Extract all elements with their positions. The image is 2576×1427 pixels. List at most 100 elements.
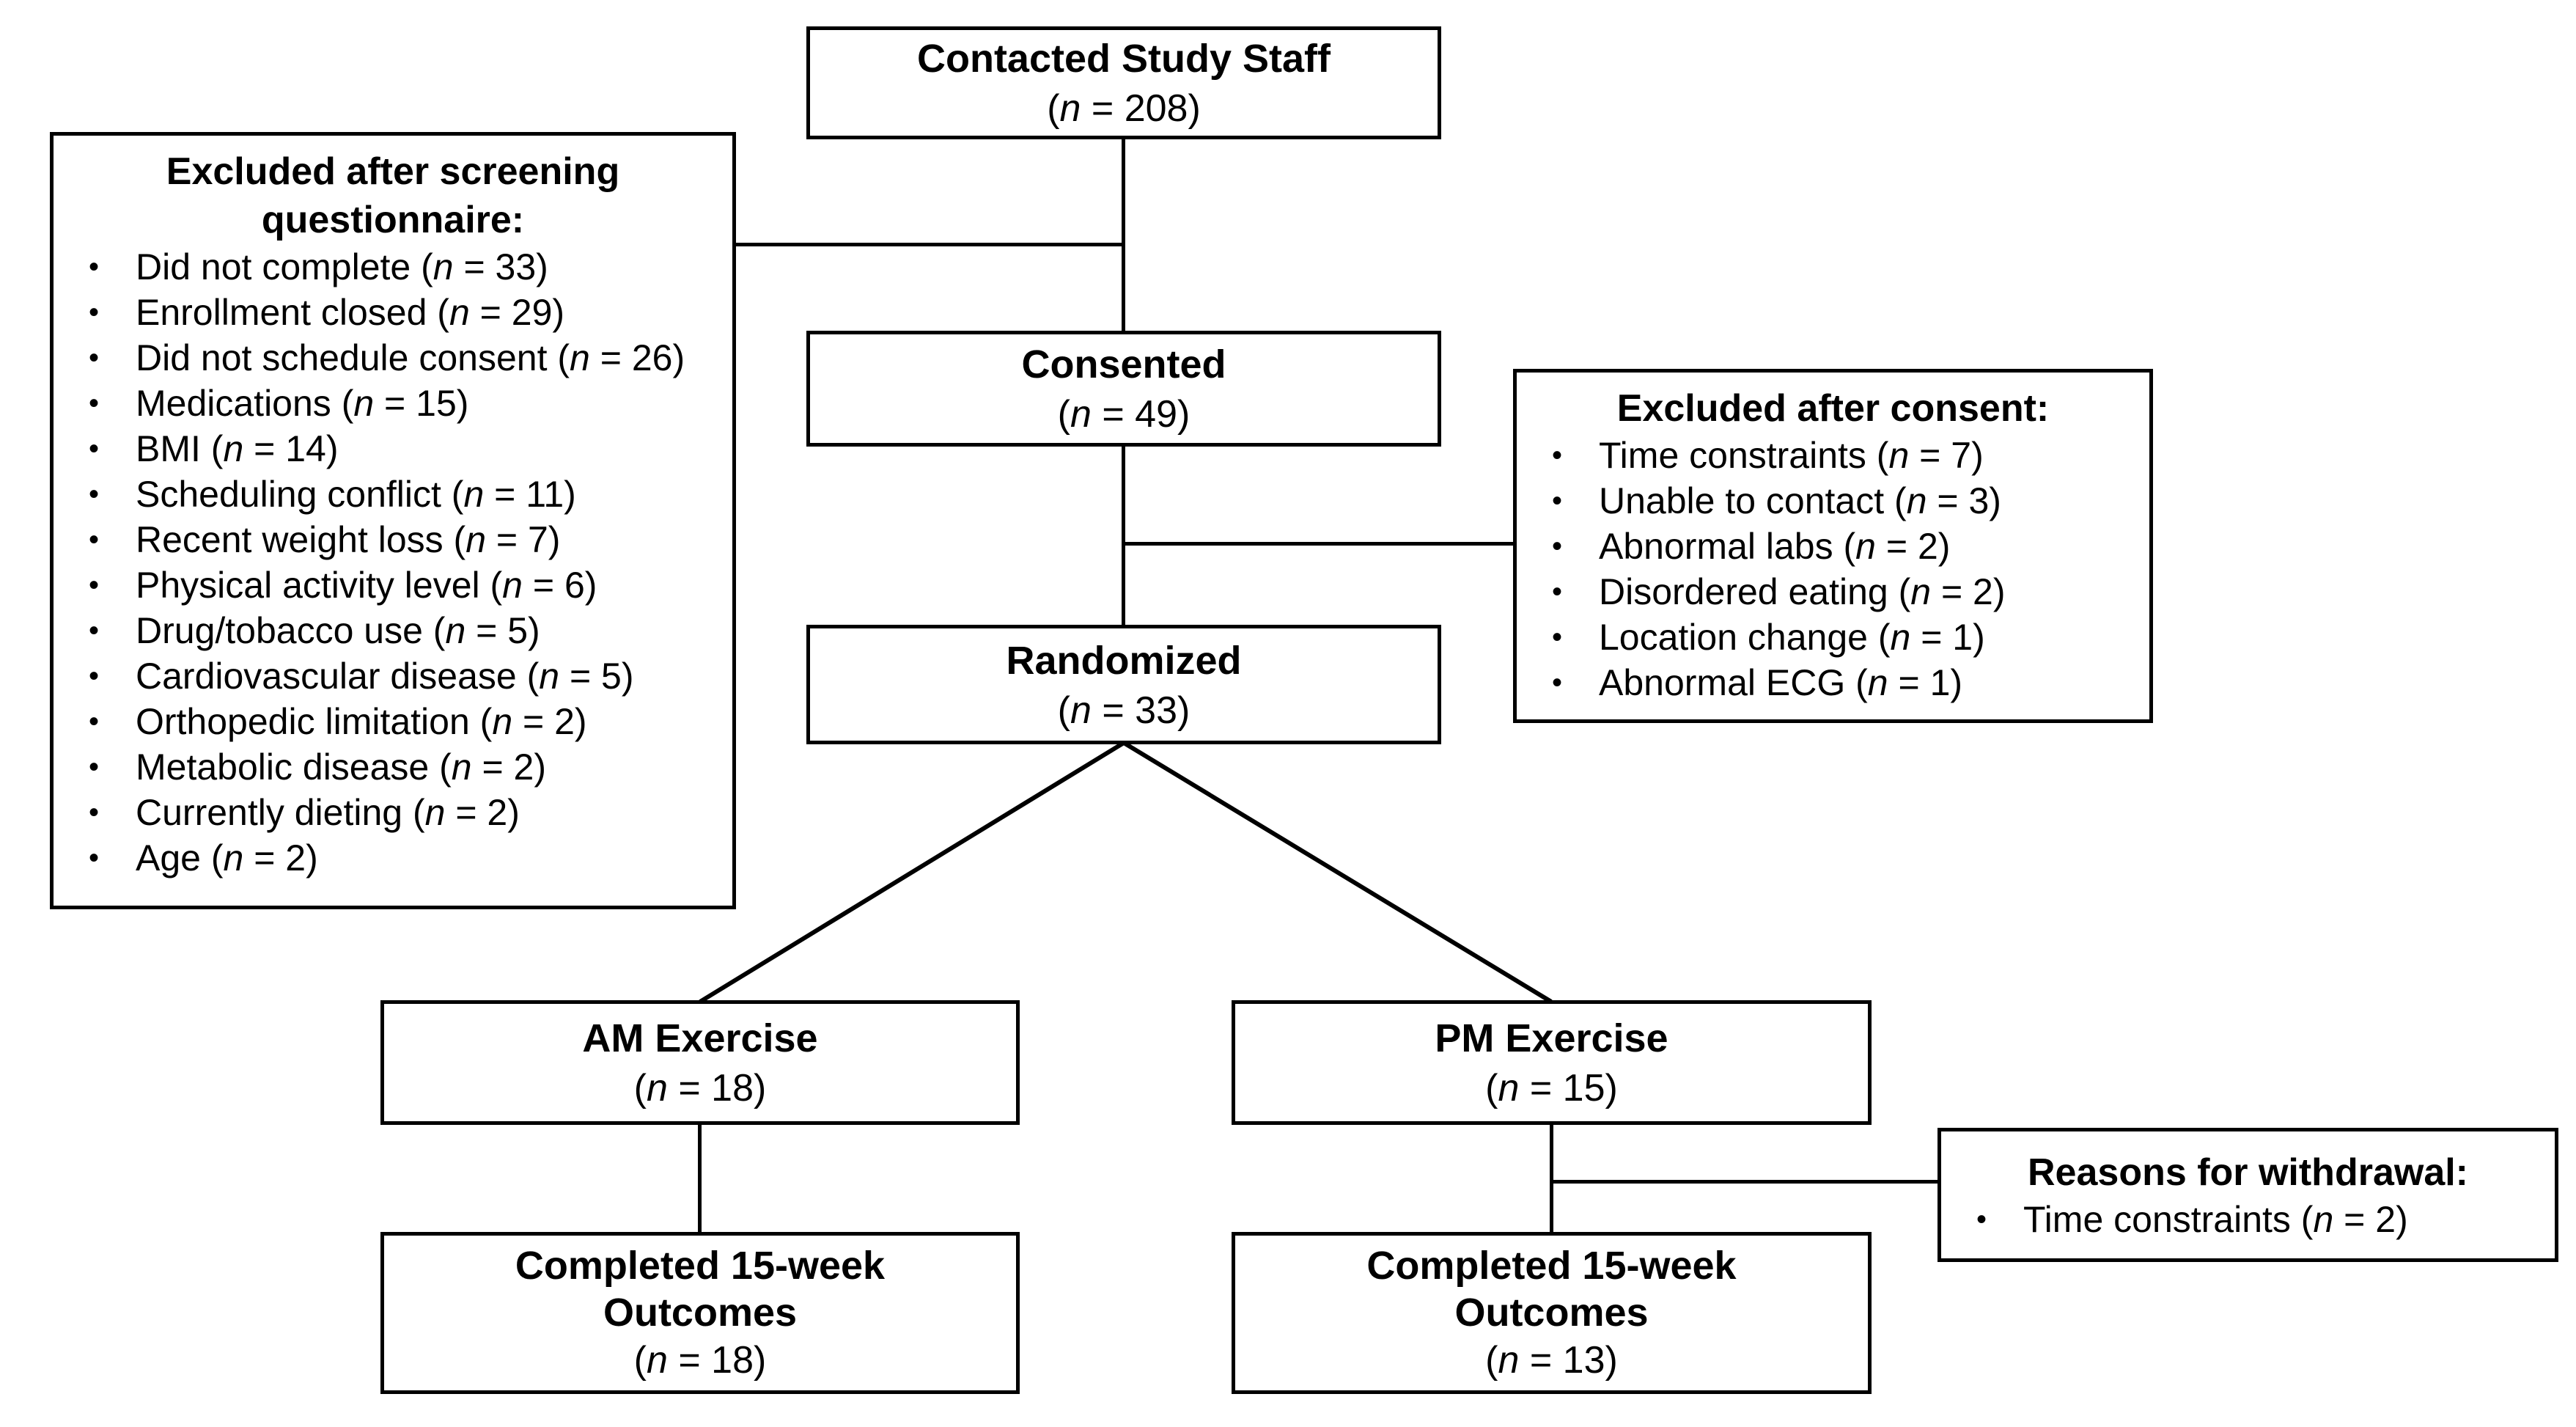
list-item-text: Medications (n = 15) — [136, 383, 469, 424]
list-item: • Age (n = 2) — [70, 835, 716, 881]
connector-randomized-am — [699, 741, 1125, 1004]
randomized-n: (n = 33) — [1057, 689, 1191, 732]
completed-am-title-line1: Completed 15-week — [515, 1243, 886, 1288]
list-item: • Disordered eating (n = 2) — [1533, 569, 2133, 615]
flow-box-contacted: Contacted Study Staff (n = 208) — [806, 26, 1441, 139]
list-item: • Time constraints (n = 7) — [1533, 433, 2133, 478]
list-item: • Currently dieting (n = 2) — [70, 790, 716, 835]
list-item: •Did not schedule consent (n = 26) — [70, 335, 716, 381]
bullet-marker: • — [89, 524, 100, 556]
list-item: •Location change (n = 1) — [1533, 615, 2133, 660]
list-item: • BMI (n = 14) — [70, 426, 716, 472]
excluded-screening-heading: Excluded after screening questionnaire: — [166, 150, 620, 241]
list-item-text: Unable to contact (n = 3) — [1599, 480, 2001, 521]
am-exercise-n: (n = 18) — [633, 1067, 767, 1109]
list-item-text: Abnormal labs (n = 2) — [1599, 526, 1951, 567]
bullet-marker: • — [89, 751, 100, 783]
list-item: • Cardiovascular disease (n = 5) — [70, 653, 716, 699]
list-item-text: Did not schedule consent (n = 26) — [136, 337, 685, 378]
list-item: • Did not complete (n = 33) — [70, 244, 716, 290]
list-item-text: Recent weight loss (n = 7) — [136, 519, 561, 560]
completed-pm-title-line1: Completed 15-week — [1366, 1243, 1737, 1288]
flow-box-randomized: Randomized (n = 33) — [806, 625, 1441, 744]
completed-am-title-line2: Outcomes — [603, 1290, 798, 1335]
list-item-text: Metabolic disease (n = 2) — [136, 746, 547, 788]
pm-exercise-title: PM Exercise — [1435, 1016, 1668, 1060]
bullet-marker: • — [89, 387, 100, 419]
connector-pm-completed — [1550, 1123, 1553, 1233]
list-item-text: Drug/tobacco use (n = 5) — [136, 610, 540, 651]
connector-consent-branch — [1124, 542, 1515, 546]
bullet-marker: • — [89, 251, 100, 283]
list-item: • Scheduling conflict (n = 11) — [70, 472, 716, 517]
list-item-text: Cardiovascular disease (n = 5) — [136, 656, 634, 697]
consented-title: Consented — [1021, 342, 1226, 386]
withdrawal-heading: Reasons for withdrawal: — [2028, 1151, 2468, 1194]
bullet-marker: • — [89, 842, 100, 874]
list-item: • Medications (n = 15) — [70, 381, 716, 426]
list-item: • Recent weight loss (n = 7) — [70, 517, 716, 562]
bullet-marker: • — [89, 705, 100, 738]
list-item: • Abnormal ECG (n = 1) — [1533, 660, 2133, 705]
flow-box-pm-exercise: PM Exercise (n = 15) — [1232, 1000, 1872, 1125]
list-item: • Time constraints (n = 2) — [1957, 1197, 2539, 1242]
flow-box-completed-pm: Completed 15-week Outcomes (n = 13) — [1232, 1232, 1872, 1394]
list-item-text: Physical activity level (n = 6) — [136, 565, 597, 606]
list-item: • Metabolic disease (n = 2) — [70, 744, 716, 790]
flow-box-am-exercise: AM Exercise (n = 18) — [380, 1000, 1020, 1125]
contacted-n: (n = 208) — [1047, 87, 1201, 130]
bullet-marker: • — [1552, 621, 1563, 653]
flow-box-consented: Consented (n = 49) — [806, 331, 1441, 447]
list-item: • Enrollment closed (n = 29) — [70, 290, 716, 335]
bullet-marker: • — [1976, 1203, 1987, 1236]
list-item-text: Enrollment closed (n = 29) — [136, 292, 565, 333]
completed-am-n: (n = 18) — [633, 1338, 767, 1382]
bullet-marker: • — [1552, 439, 1563, 472]
list-item-text: Did not complete (n = 33) — [136, 246, 548, 287]
bullet-marker: • — [1552, 485, 1563, 517]
bullet-marker: • — [89, 296, 100, 329]
bullet-marker: • — [89, 660, 100, 692]
list-item-text: Orthopedic limitation (n = 2) — [136, 701, 587, 742]
bullet-marker: • — [89, 478, 100, 510]
list-item-text: Abnormal ECG (n = 1) — [1599, 662, 1963, 703]
connector-consented-randomized — [1122, 445, 1125, 626]
connector-contacted-consented — [1122, 138, 1125, 332]
flow-box-excluded-screening: Excluded after screening questionnaire: … — [50, 132, 736, 909]
bullet-marker: • — [1552, 667, 1563, 699]
flow-box-excluded-consent: Excluded after consent: • Time constraint… — [1513, 369, 2153, 723]
bullet-marker: • — [89, 796, 100, 829]
connector-screening-branch — [736, 243, 1124, 246]
flow-box-withdrawal: Reasons for withdrawal: • Time constraint… — [1937, 1128, 2558, 1262]
list-item: • Orthopedic limitation (n = 2) — [70, 699, 716, 744]
bullet-marker: • — [1552, 530, 1563, 562]
contacted-title: Contacted Study Staff — [916, 37, 1331, 81]
am-exercise-title: AM Exercise — [582, 1016, 818, 1060]
list-item-text: Age (n = 2) — [136, 837, 318, 878]
list-item-text: BMI (n = 14) — [136, 428, 339, 469]
list-item-text: Scheduling conflict (n = 11) — [136, 474, 576, 515]
excluded-consent-heading: Excluded after consent: — [1616, 387, 2050, 430]
bullet-marker: • — [89, 615, 100, 647]
list-item-text: Disordered eating (n = 2) — [1599, 571, 2006, 612]
bullet-marker: • — [1552, 576, 1563, 608]
consented-n: (n = 49) — [1057, 393, 1191, 436]
completed-pm-n: (n = 13) — [1485, 1338, 1618, 1382]
connector-am-completed — [698, 1123, 702, 1233]
connector-randomized-pm — [1122, 741, 1553, 1004]
list-item: • Drug/tobacco use (n = 5) — [70, 608, 716, 653]
bullet-marker: • — [89, 569, 100, 601]
list-item: • Unable to contact (n = 3) — [1533, 478, 2133, 524]
list-item-text: Currently dieting (n = 2) — [136, 792, 520, 833]
flow-box-completed-am: Completed 15-week Outcomes (n = 18) — [380, 1232, 1020, 1394]
randomized-title: Randomized — [1006, 638, 1242, 683]
connector-withdrawal-branch — [1551, 1180, 1939, 1184]
completed-pm-title-line2: Outcomes — [1454, 1290, 1649, 1335]
list-item-text: Time constraints (n = 7) — [1599, 435, 1984, 476]
bullet-marker: • — [89, 433, 100, 465]
list-item: • Physical activity level (n = 6) — [70, 562, 716, 608]
list-item-text: Time constraints (n = 2) — [2023, 1198, 2408, 1240]
pm-exercise-n: (n = 15) — [1485, 1067, 1618, 1109]
